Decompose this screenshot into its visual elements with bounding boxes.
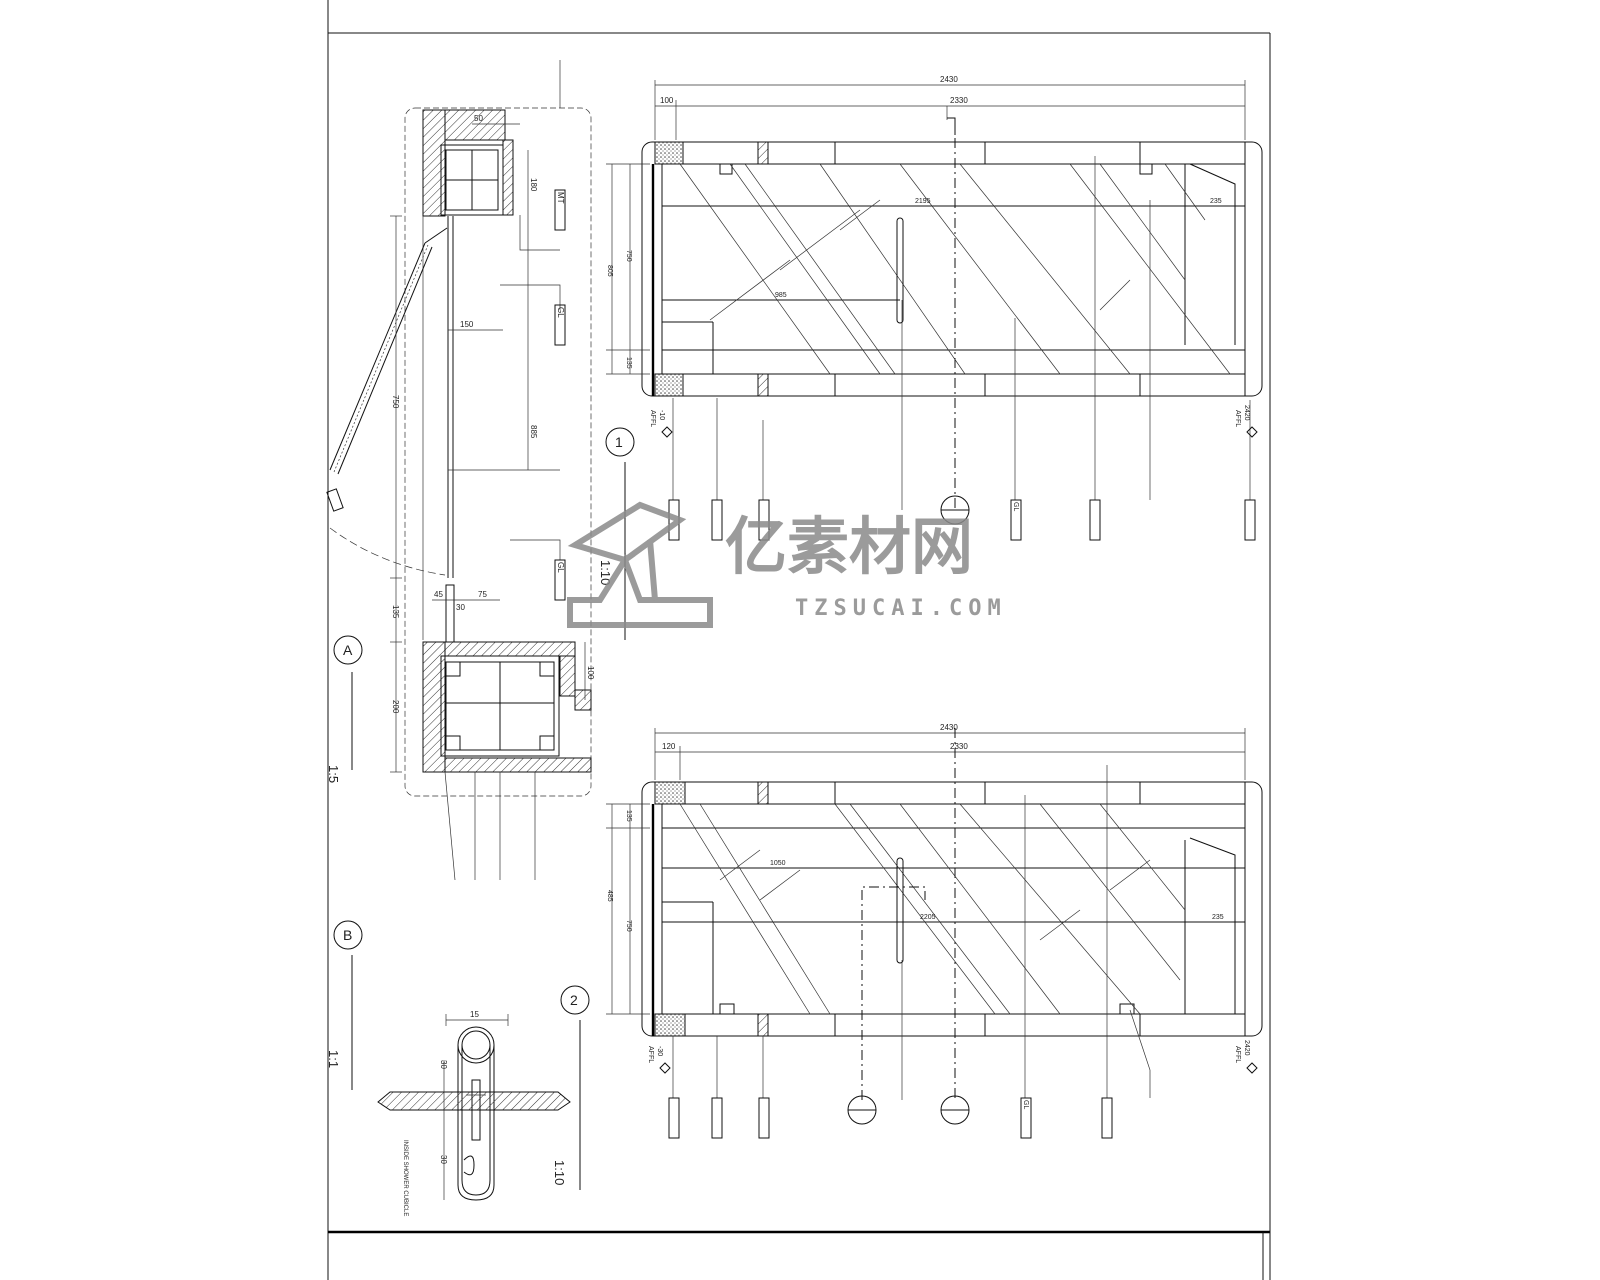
e2-dim-mid: 2205 (920, 914, 936, 921)
e1-dim-right: 235 (1210, 198, 1222, 205)
elevation-1-dim-texts: 2430 100 2330 2195 985 235 805 750 135 A… (606, 75, 1250, 511)
e2-affl-right: AFFL (1234, 1046, 1241, 1063)
tag-gl-b: GL (556, 562, 565, 573)
elevation-1-label: 1 1:10 (598, 427, 635, 640)
e1-dim-top: 2195 (915, 198, 931, 205)
elev-2-scale: 1:10 (552, 1160, 567, 1185)
note-inside-shower: INSIDE SHOWER CUBICLE (402, 1140, 408, 1216)
dim-150: 150 (460, 320, 474, 329)
watermark-url: TZSUCAI.COM (795, 596, 1007, 621)
section-b-label: B 1:1 (326, 920, 363, 1090)
e1-dim-mid: 985 (775, 292, 787, 299)
e1-dim-vupper: 750 (625, 250, 632, 262)
e1-dim-overall: 2430 (940, 75, 958, 84)
e2-dim-left: 120 (662, 742, 676, 751)
elevation-2-dim-texts: 2430 120 2330 1050 2205 235 485 750 135 … (606, 723, 1250, 1109)
section-b-detail (377, 1014, 571, 1201)
e2-dim-inner: 2330 (950, 742, 968, 751)
e2-affl-left: AFFL (647, 1046, 654, 1063)
section-a-scale: 1:5 (326, 765, 341, 783)
e1-dim-vlower: 135 (625, 357, 632, 369)
e2-dim-vupper: 750 (625, 920, 632, 932)
sheet-border (327, 0, 1271, 1280)
elev-1-scale: 1:10 (598, 560, 613, 585)
watermark-brand: 亿素材网 (725, 510, 973, 583)
dim-15: 15 (470, 1010, 479, 1019)
e1-dim-inner: 2330 (950, 96, 968, 105)
e2-affl-left-v: -30 (656, 1046, 663, 1056)
elevation-1 (606, 80, 1263, 541)
watermark-logo-icon (567, 501, 713, 628)
section-a-letter: A (343, 642, 353, 658)
e1-affl-right: AFFL (1234, 410, 1241, 427)
e2-dim-top: 1050 (770, 860, 786, 867)
section-b-letter: B (343, 927, 352, 943)
dim-30-a: 30 (439, 1060, 448, 1069)
tag-gl-a: GL (556, 307, 565, 318)
section-b-scale: 1:1 (326, 1050, 341, 1068)
dim-200: 200 (391, 700, 400, 714)
e2-affl-right-v: 2420 (1243, 1040, 1250, 1056)
e2-dim-overall: 2430 (940, 723, 958, 732)
e2-dim-right: 235 (1212, 914, 1224, 921)
elevation-2 (606, 728, 1263, 1139)
dim-750: 750 (391, 395, 400, 409)
dim-45: 45 (434, 590, 443, 599)
dim-100: 100 (586, 666, 595, 680)
tag-mt: MT (556, 192, 565, 204)
e1-tag-gl: GL (1012, 502, 1019, 511)
dim-885: 885 (529, 425, 538, 439)
elevation-2-label: 2 1:10 (552, 985, 590, 1190)
e1-affl-left-v: -10 (658, 410, 665, 420)
section-a-detail (326, 60, 592, 881)
e1-affl-left: AFFL (649, 410, 656, 427)
dim-180: 180 (529, 178, 538, 192)
dim-30: 30 (456, 603, 465, 612)
e2-dim-vlower: 135 (625, 810, 632, 822)
e2-tag-gl: GL (1022, 1100, 1029, 1109)
e2-dim-vtotal: 485 (606, 890, 613, 902)
elev-2-num: 2 (570, 992, 578, 1008)
section-a-label: A 1:5 (326, 635, 363, 783)
dim-75: 75 (478, 590, 487, 599)
e1-affl-right-v: 2420 (1243, 405, 1250, 421)
e1-dim-vtotal: 805 (606, 265, 613, 277)
e1-dim-left: 100 (660, 96, 674, 105)
dim-135: 135 (391, 605, 400, 619)
elev-1-num: 1 (615, 434, 623, 450)
dim-30-b: 30 (439, 1155, 448, 1164)
dim-50: 50 (474, 114, 483, 123)
watermark: 亿素材网 TZSUCAI.COM (567, 501, 1007, 628)
section-a-dim-texts: 50 180 150 750 885 45 75 135 200 30 100 … (391, 114, 595, 714)
